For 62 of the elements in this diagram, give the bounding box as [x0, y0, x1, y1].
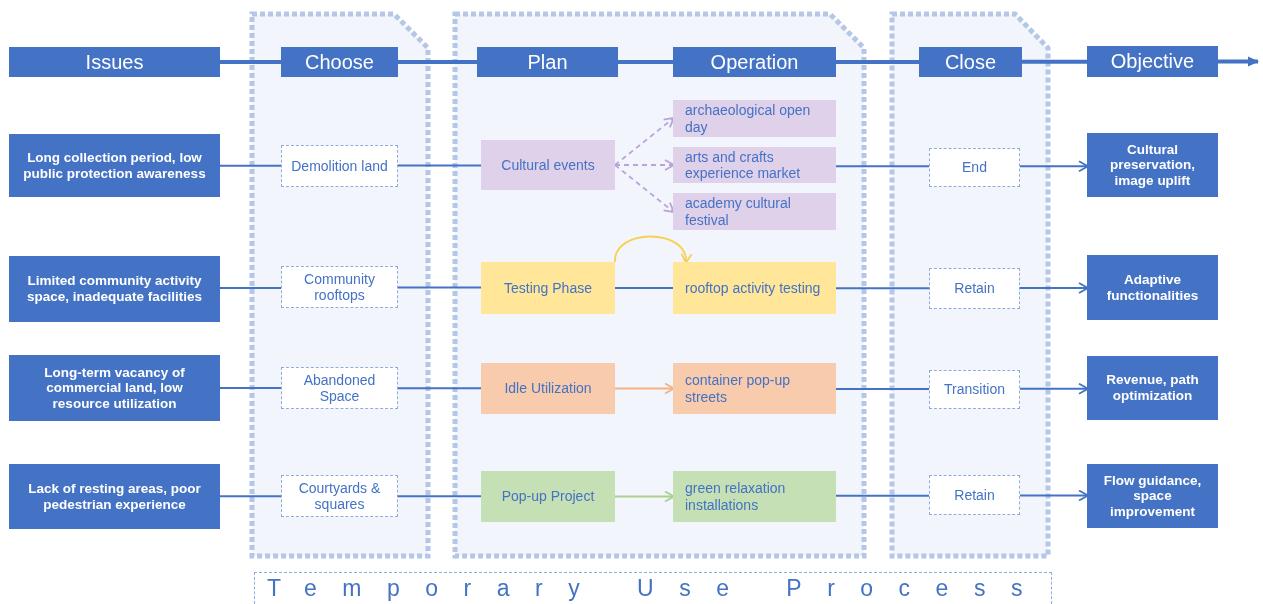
process-title-box: Temporary Use Process — [254, 572, 1052, 604]
arrow — [614, 116, 675, 166]
operation-box: rooftop activity testing — [673, 262, 836, 314]
arrow — [614, 159, 675, 171]
connector-line — [835, 287, 930, 290]
connector-line — [219, 164, 282, 167]
column-header: Close — [919, 47, 1022, 77]
issue-box: Long-term vacancy of commercial land, low resource utilization — [9, 355, 220, 421]
connector-line — [1022, 59, 1087, 64]
connector-line — [220, 60, 281, 64]
connector-line — [614, 287, 674, 289]
site-type-box: Demolition land — [281, 145, 398, 187]
column-header: Objective — [1087, 46, 1218, 77]
connector-line — [618, 60, 673, 64]
issue-box: Limited community activity space, inadequate facilities — [9, 256, 220, 322]
issue-box: Long collection period, low public protection awareness — [9, 134, 220, 197]
connector-line — [397, 495, 482, 498]
objective-box: Adaptive functionalities — [1087, 255, 1218, 320]
column-header: Issues — [9, 47, 220, 77]
arrow — [1019, 160, 1089, 173]
close-box: Transition — [929, 370, 1020, 409]
close-box: Retain — [929, 268, 1020, 309]
operation-box: academy cultural festival — [673, 193, 836, 230]
close-box: Retain — [929, 475, 1020, 515]
objective-box: Flow guidance, space improvement — [1087, 464, 1218, 528]
arrow — [1019, 489, 1089, 502]
connector-line — [836, 60, 919, 64]
site-type-box: Abandoned Space — [281, 367, 398, 409]
operation-box: arts and crafts experience market — [673, 147, 836, 183]
connector-line — [397, 164, 482, 167]
plan-box: Cultural events — [481, 140, 615, 190]
column-header: Choose — [281, 47, 398, 77]
connector-line — [219, 495, 282, 498]
connector-line — [835, 388, 930, 390]
column-header: Operation — [673, 47, 836, 77]
plan-box: Pop-up Project — [481, 471, 615, 522]
connector-line — [835, 494, 930, 497]
connector-line — [219, 387, 282, 389]
connector-line — [397, 387, 482, 390]
operation-box: archaeological open day — [673, 100, 836, 137]
connector-line — [219, 287, 282, 289]
connector-line — [835, 165, 930, 168]
arrow — [1218, 56, 1259, 67]
arrow — [614, 382, 675, 395]
operation-box: green relaxation installations — [673, 471, 836, 522]
connector-line — [397, 286, 482, 289]
connector-line — [398, 60, 477, 64]
objective-box: Cultural preservation, image uplift — [1087, 133, 1218, 197]
arrow — [614, 490, 675, 503]
objective-box: Revenue, path optimization — [1087, 356, 1218, 420]
site-type-box: Community rooftops — [281, 266, 398, 308]
arrow — [1019, 382, 1089, 395]
plan-box: Idle Utilization — [481, 363, 615, 414]
site-type-box: Courtyards & squares — [281, 475, 398, 517]
close-box: End — [929, 148, 1020, 187]
issue-box: Lack of resting areas, poor pedestrian experience — [9, 464, 220, 529]
operation-box: container pop-up streets — [673, 363, 836, 414]
column-header: Plan — [477, 47, 618, 77]
plan-box: Testing Phase — [481, 262, 615, 314]
arrow — [614, 164, 675, 214]
arrow — [614, 235, 691, 264]
arrow — [1019, 282, 1089, 294]
